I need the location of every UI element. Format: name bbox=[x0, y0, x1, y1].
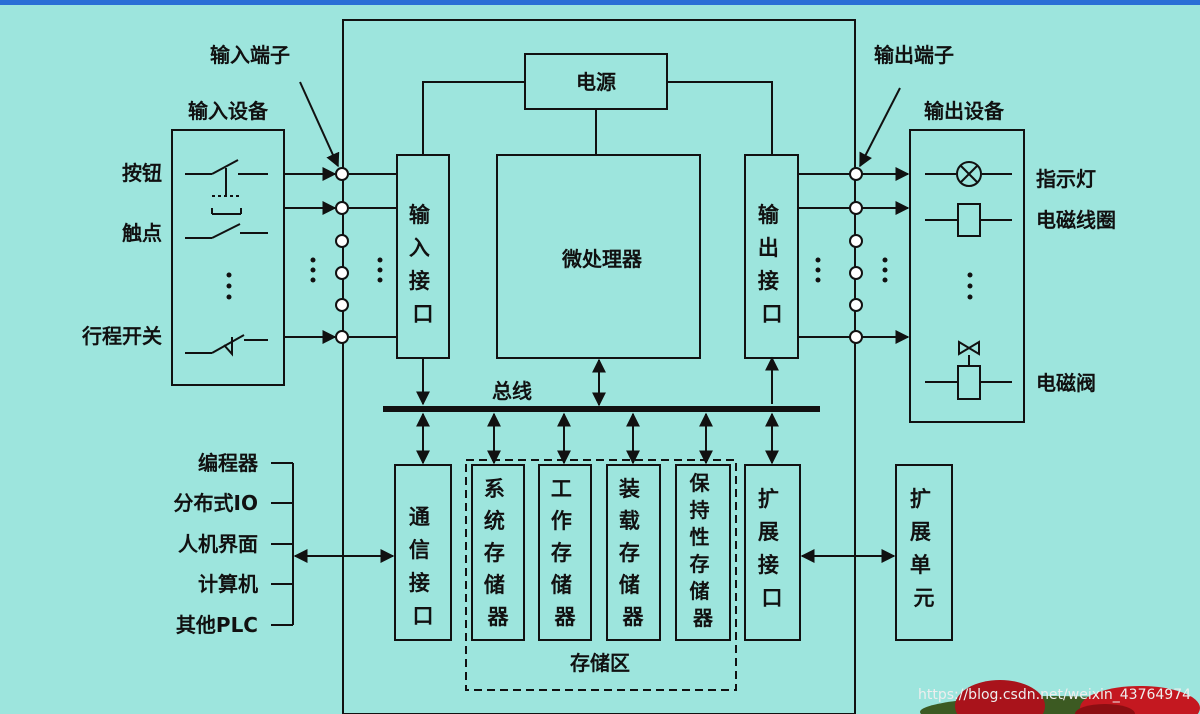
lamp-symbol bbox=[925, 161, 1012, 187]
output-terminal-pointer bbox=[859, 87, 901, 168]
input-terminal bbox=[335, 330, 349, 344]
system-memory-box bbox=[471, 464, 525, 641]
storage-area-label: 存储区 bbox=[570, 651, 630, 675]
limit-switch-label: 行程开关 bbox=[81, 324, 162, 348]
power-line-left bbox=[422, 81, 525, 155]
microprocessor-box bbox=[496, 154, 701, 359]
input-terminal-label: 输入端子 bbox=[210, 43, 290, 67]
output-device-label: 输出设备 bbox=[924, 99, 1005, 123]
output-terminal-label: 输出端子 bbox=[874, 43, 954, 67]
input-terminal bbox=[335, 298, 349, 312]
output-device-box bbox=[909, 129, 1025, 423]
ellipsis-dots bbox=[815, 257, 821, 283]
solenoid-coil-label: 电磁线圈 bbox=[1036, 208, 1116, 232]
plc-frame bbox=[342, 19, 856, 714]
button-symbol bbox=[185, 159, 268, 215]
ellipsis-dots bbox=[377, 257, 383, 283]
output-terminal bbox=[849, 167, 863, 181]
output-terminal bbox=[849, 201, 863, 215]
ellipsis-dots bbox=[310, 257, 316, 283]
input-terminal bbox=[335, 201, 349, 215]
other-plc-label: 其他PLC bbox=[176, 613, 258, 637]
distributed-io-label: 分布式IO bbox=[174, 491, 258, 515]
indicator-lamp-label: 指示灯 bbox=[1036, 167, 1096, 191]
watermark-text: https://blog.csdn.net/weixin_43764974 bbox=[918, 687, 1191, 703]
input-device-box bbox=[171, 129, 285, 386]
load-memory-box bbox=[606, 464, 661, 641]
expansion-interface-text: 扩 展 接 口 bbox=[758, 487, 786, 610]
output-terminal bbox=[849, 298, 863, 312]
power-label: 电源 bbox=[576, 70, 616, 94]
retentive-memory-text: 保 持 性 存 储 器 bbox=[689, 471, 717, 630]
load-memory-text: 装 载 存 储 器 bbox=[619, 477, 647, 629]
comm-interface-box bbox=[394, 464, 452, 641]
bus-label: 总线 bbox=[492, 379, 532, 403]
output-interface-text: 输 出 接 口 bbox=[758, 203, 786, 326]
input-terminal bbox=[335, 234, 349, 248]
storage-area-box bbox=[465, 459, 737, 691]
output-terminal bbox=[849, 234, 863, 248]
solenoid-valve-label: 电磁阀 bbox=[1036, 371, 1096, 395]
input-interface-text: 输 入 接 口 bbox=[409, 203, 437, 326]
input-device-label: 输入设备 bbox=[188, 99, 269, 123]
contact-label: 触点 bbox=[122, 221, 162, 245]
input-terminal bbox=[335, 167, 349, 181]
microprocessor-label: 微处理器 bbox=[561, 247, 643, 271]
ellipsis-dots bbox=[967, 272, 973, 300]
comm-interface-text: 通 信 接 口 bbox=[409, 505, 437, 628]
coil-symbol bbox=[925, 203, 1012, 237]
rose-decoration bbox=[920, 680, 1200, 714]
expansion-interface-box bbox=[744, 464, 801, 641]
retentive-memory-box bbox=[675, 464, 731, 641]
work-memory-text: 工 作 存 储 器 bbox=[551, 477, 579, 629]
computer-label: 计算机 bbox=[198, 572, 258, 596]
ellipsis-dots bbox=[226, 272, 232, 300]
expansion-unit-box bbox=[895, 464, 953, 641]
power-line-right bbox=[667, 81, 773, 155]
hmi-label: 人机界面 bbox=[178, 532, 258, 556]
valve-symbol bbox=[925, 340, 1012, 400]
input-terminal bbox=[335, 266, 349, 280]
expansion-unit-text: 扩 展 单 元 bbox=[910, 487, 938, 610]
programmer-label: 编程器 bbox=[198, 451, 259, 475]
button-label: 按钮 bbox=[122, 161, 162, 185]
limit-switch-symbol bbox=[185, 334, 268, 357]
output-terminal bbox=[849, 266, 863, 280]
input-terminal-pointer bbox=[299, 81, 340, 168]
window-top-bar bbox=[0, 0, 1200, 5]
output-terminal bbox=[849, 330, 863, 344]
contact-symbol bbox=[185, 223, 268, 239]
ellipsis-dots bbox=[882, 257, 888, 283]
system-memory-text: 系 统 存 储 器 bbox=[484, 477, 512, 629]
work-memory-box bbox=[538, 464, 592, 641]
